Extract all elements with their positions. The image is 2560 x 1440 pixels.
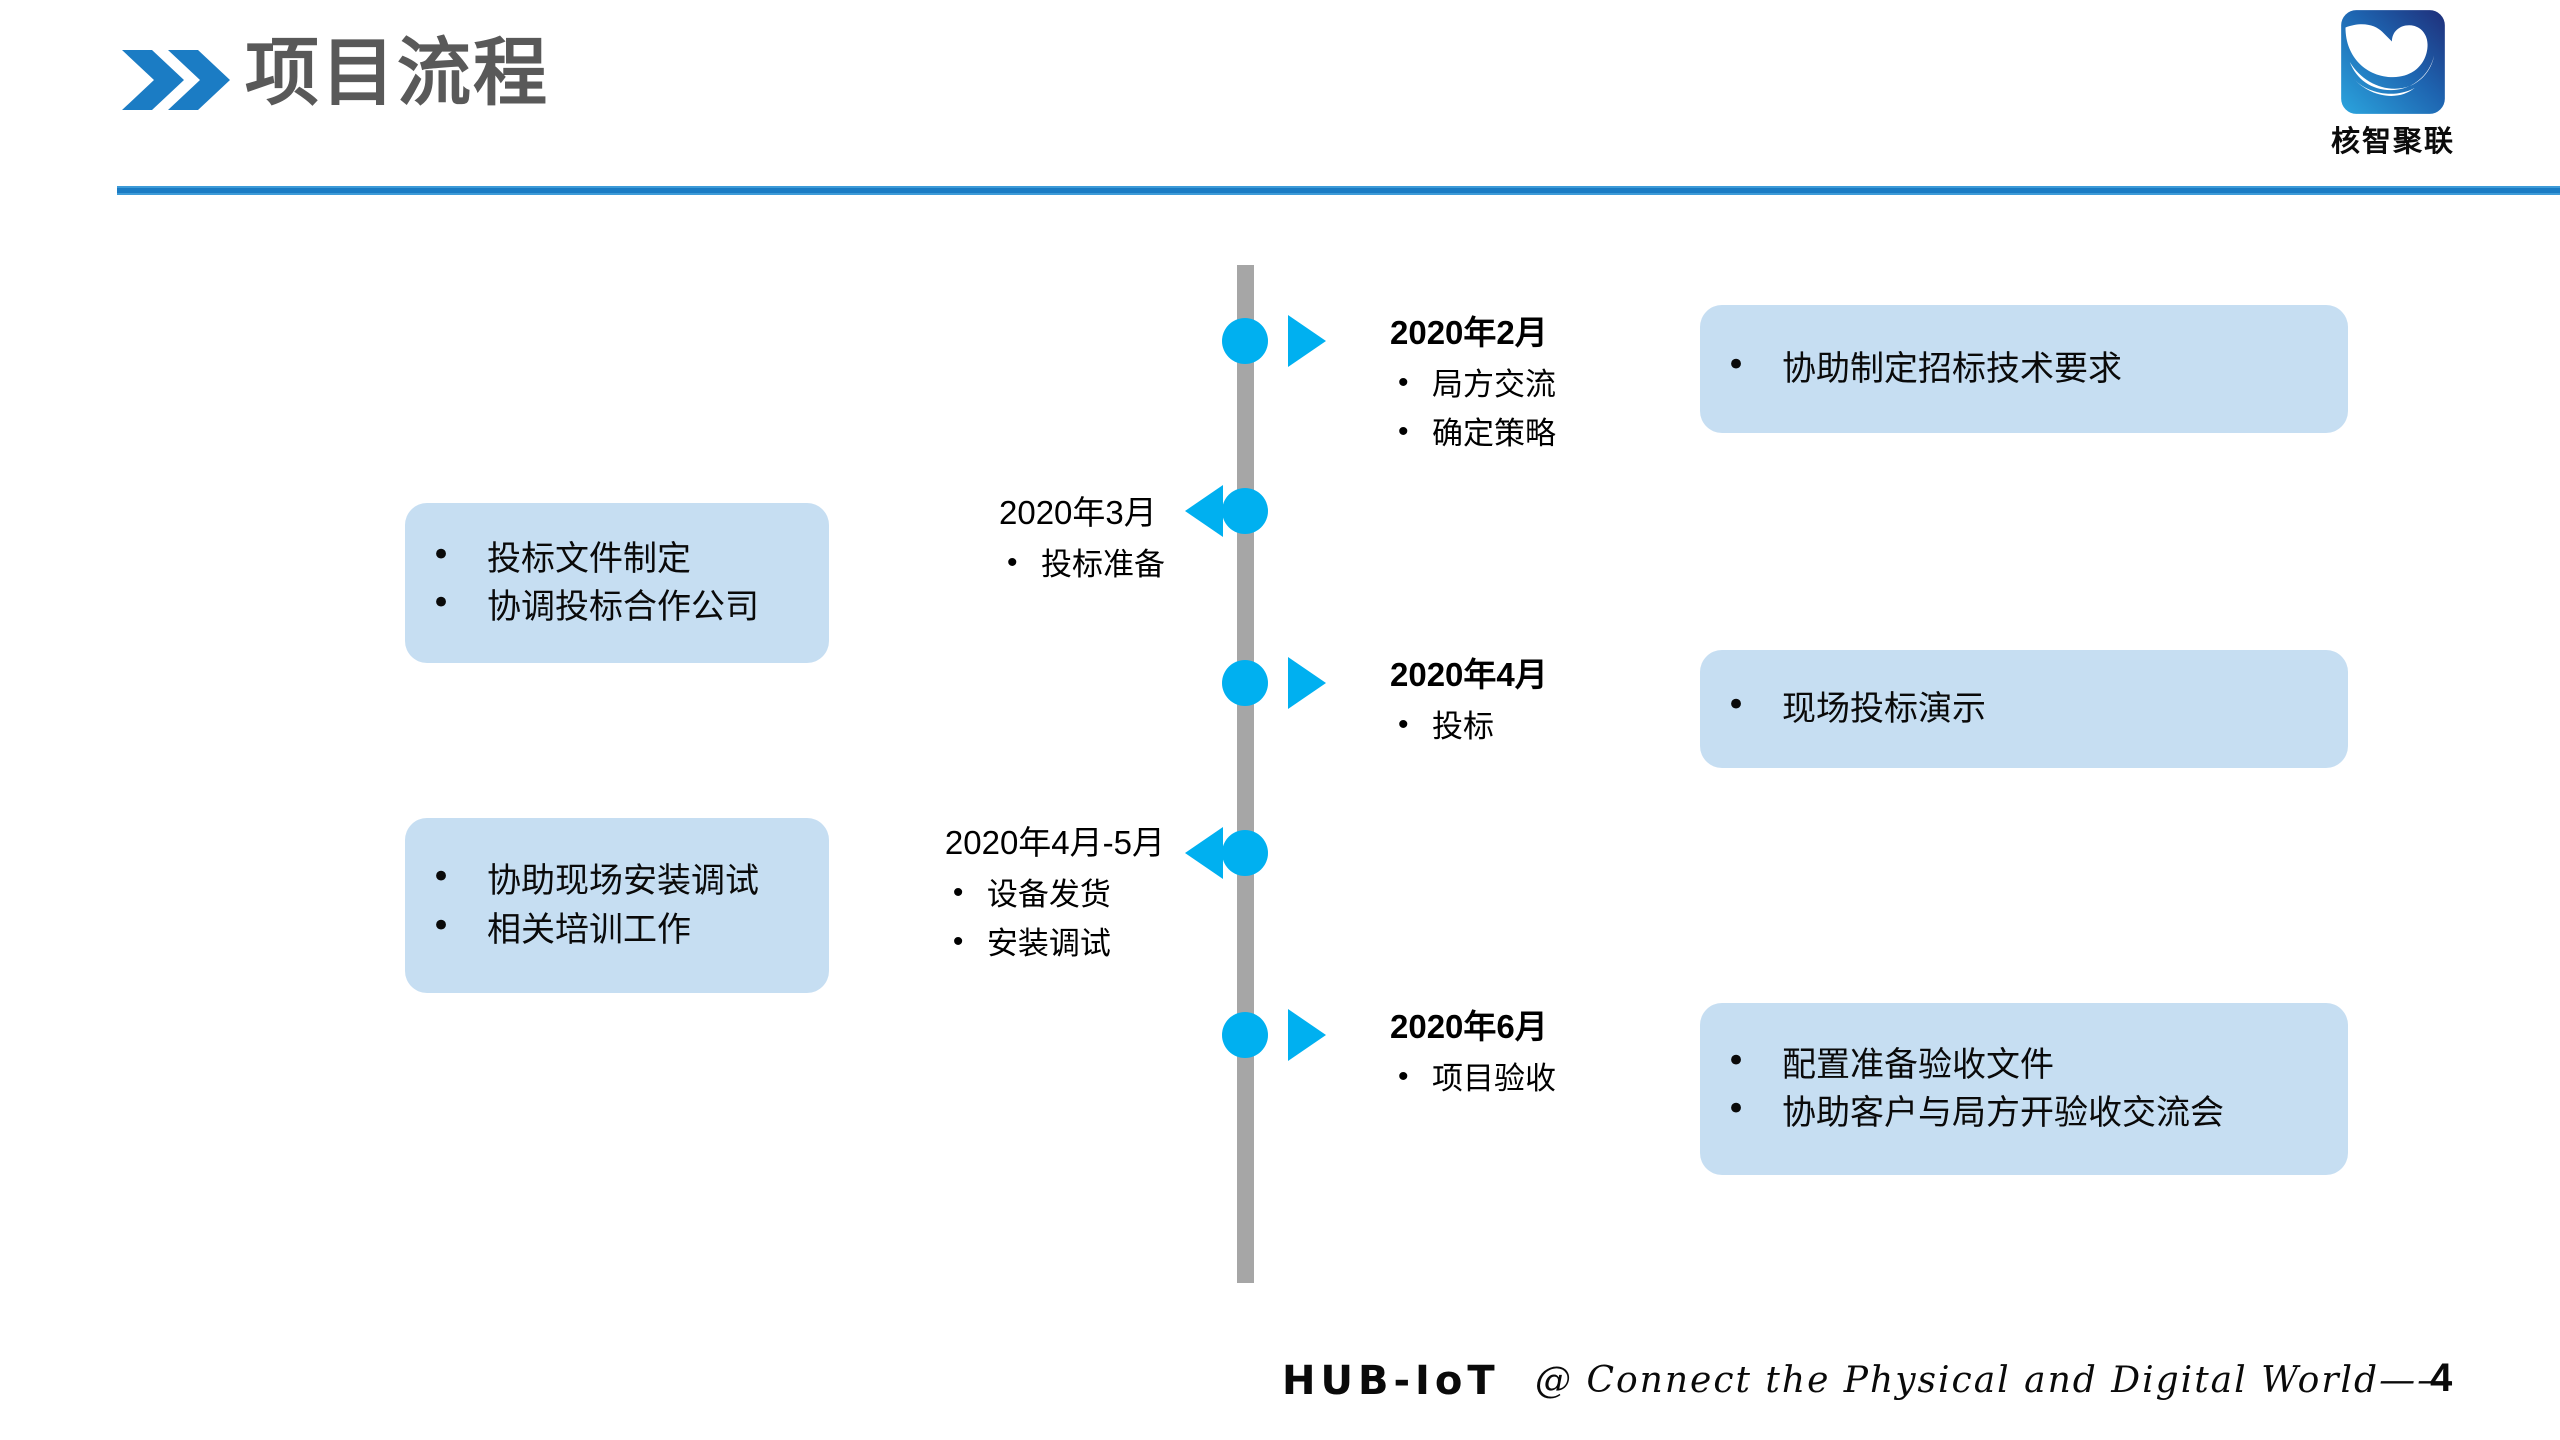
detail-card-item: 协助现场安装调试 [405, 853, 759, 905]
double-chevron-right-icon [122, 48, 232, 112]
page-number: 4 [2430, 1356, 2453, 1400]
detail-card-item: 协助制定招标技术要求 [1700, 341, 2122, 393]
milestone-item: 确定策略 [1390, 410, 1556, 457]
header-divider [117, 186, 2560, 195]
milestone-date: 2020年3月 [999, 494, 1157, 531]
detail-card-1: 协助制定招标技术要求 [1700, 305, 2348, 433]
timeline-arrow-left-4 [1185, 827, 1223, 879]
timeline-arrow-right-1 [1288, 315, 1326, 367]
milestone-item: 设备发货 [945, 871, 1165, 918]
milestone-items: 设备发货 安装调试 [945, 871, 1165, 967]
milestone-items: 投标 [1390, 703, 1548, 750]
detail-card-4: 协助现场安装调试 相关培训工作 [405, 818, 829, 993]
milestone-1: 2020年2月 局方交流 确定策略 [1390, 312, 1556, 461]
milestone-item: 安装调试 [945, 920, 1165, 967]
timeline-arrow-left-2 [1185, 485, 1223, 537]
detail-card-items: 投标文件制定 协调投标合作公司 [405, 531, 759, 632]
detail-card-item: 投标文件制定 [405, 531, 759, 583]
slide-footer: HUB-IoT @ Connect the Physical and Digit… [0, 1352, 2560, 1422]
milestone-5: 2020年6月 项目验收 [1390, 1006, 1556, 1106]
timeline-node-2 [1222, 488, 1268, 534]
company-globe-logo-icon [2341, 10, 2445, 114]
milestone-items: 项目验收 [1390, 1055, 1556, 1102]
milestone-date: 2020年4月-5月 [944, 824, 1165, 861]
milestone-item: 局方交流 [1390, 361, 1556, 408]
milestone-date: 2020年2月 [1390, 314, 1548, 351]
milestone-date: 2020年4月 [1390, 656, 1548, 693]
timeline-node-5 [1222, 1012, 1268, 1058]
detail-card-item: 协助客户与局方开验收交流会 [1700, 1085, 2224, 1137]
milestone-item: 项目验收 [1390, 1055, 1556, 1102]
detail-card-items: 协助现场安装调试 相关培训工作 [405, 853, 759, 954]
milestone-date: 2020年6月 [1390, 1008, 1548, 1045]
company-logo: 核智聚联 [2298, 8, 2488, 160]
detail-card-item: 配置准备验收文件 [1700, 1037, 2224, 1089]
timeline-arrow-right-3 [1288, 657, 1326, 709]
detail-card-items: 配置准备验收文件 协助客户与局方开验收交流会 [1700, 1037, 2224, 1138]
detail-card-item: 相关培训工作 [405, 901, 759, 954]
timeline-node-4 [1222, 830, 1268, 876]
detail-card-item: 协调投标合作公司 [405, 579, 759, 631]
milestone-items: 投标准备 [999, 541, 1165, 588]
detail-card-items: 协助制定招标技术要求 [1700, 341, 2122, 393]
timeline-arrow-right-5 [1288, 1009, 1326, 1061]
milestone-item: 投标 [1390, 703, 1548, 750]
milestone-4: 2020年4月-5月 设备发货 安装调试 [945, 822, 1165, 971]
timeline-node-3 [1222, 660, 1268, 706]
detail-card-2: 投标文件制定 协调投标合作公司 [405, 503, 829, 663]
detail-card-3: 现场投标演示 [1700, 650, 2348, 768]
timeline-spine [1237, 265, 1254, 1283]
detail-card-item: 现场投标演示 [1700, 681, 1986, 733]
timeline-node-1 [1222, 318, 1268, 364]
milestone-2: 2020年3月 投标准备 [999, 492, 1165, 592]
logo-text: 核智聚联 [2330, 126, 2455, 158]
footer-brand: HUB-IoT [1282, 1358, 1500, 1404]
milestone-item: 投标准备 [999, 541, 1165, 588]
page-title: 项目流程 [245, 31, 549, 114]
milestone-items: 局方交流 确定策略 [1390, 361, 1556, 457]
detail-card-5: 配置准备验收文件 协助客户与局方开验收交流会 [1700, 1003, 2348, 1175]
detail-card-items: 现场投标演示 [1700, 681, 1986, 733]
milestone-3: 2020年4月 投标 [1390, 654, 1548, 754]
footer-tagline: @ Connect the Physical and Digital World… [1535, 1360, 2456, 1401]
